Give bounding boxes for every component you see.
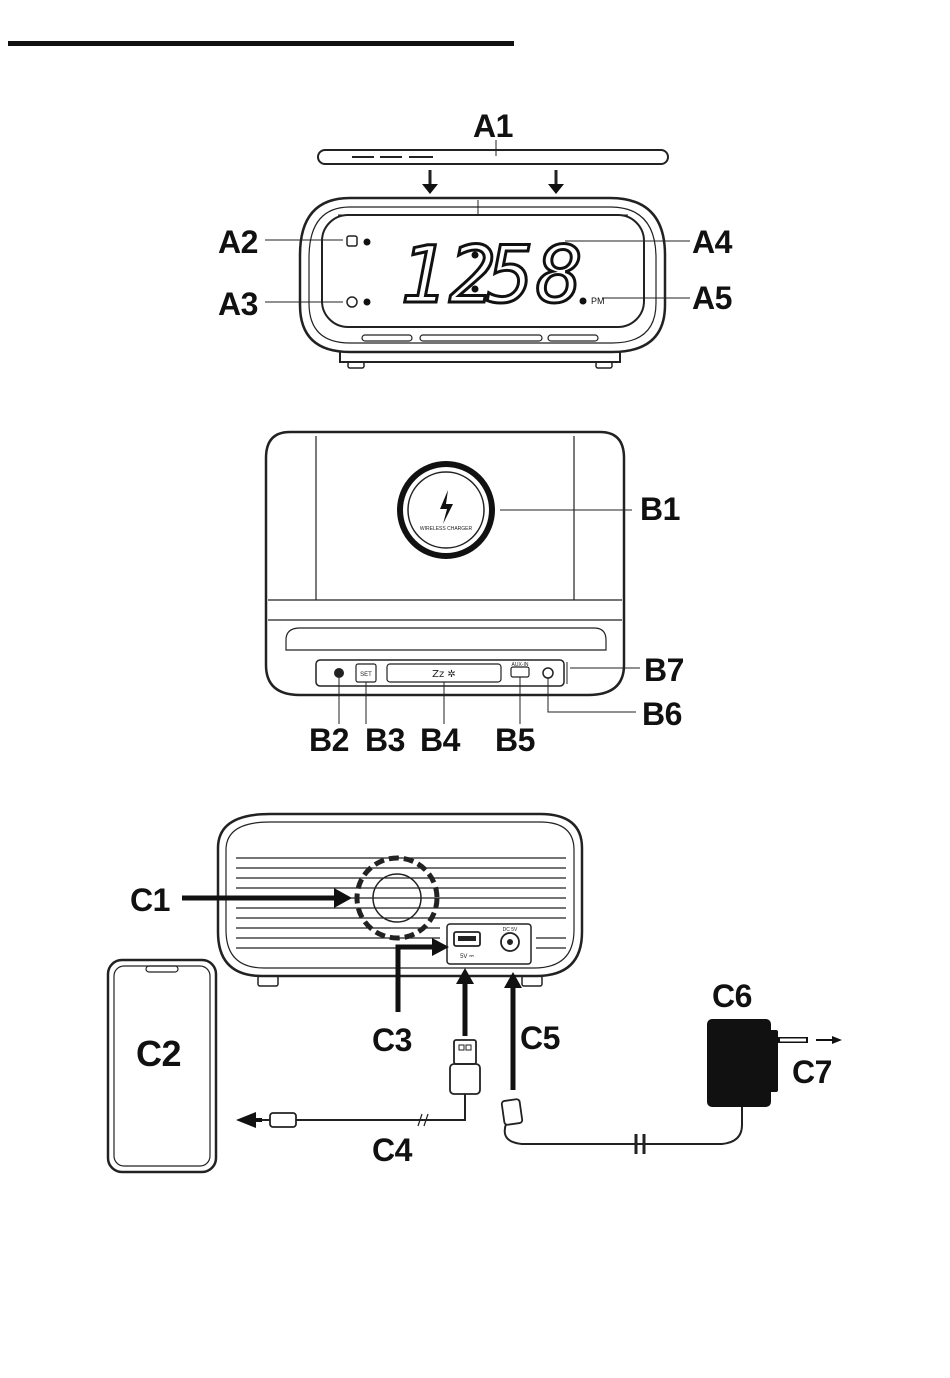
aux-port bbox=[511, 667, 529, 677]
usb-plug-head bbox=[454, 1040, 476, 1064]
label-c6: C6 bbox=[712, 980, 752, 1012]
label-c2: C2 bbox=[136, 1036, 181, 1072]
header-rule bbox=[8, 41, 514, 46]
arrow-c3 bbox=[398, 947, 436, 1012]
label-c5: C5 bbox=[520, 1022, 560, 1054]
label-b2: B2 bbox=[309, 724, 349, 756]
charging-pad-inner bbox=[408, 472, 484, 548]
label-b6: B6 bbox=[642, 698, 682, 730]
label-b3: B3 bbox=[365, 724, 405, 756]
usb-cable bbox=[296, 1106, 465, 1120]
clock-ampm: PM bbox=[591, 296, 605, 306]
usb-out-label: 5V ⎓ bbox=[460, 954, 474, 960]
power-button bbox=[543, 668, 553, 678]
alarm1-icon bbox=[347, 236, 357, 246]
label-b5: B5 bbox=[495, 724, 535, 756]
clock-minutes: 58 bbox=[487, 231, 585, 321]
label-c7: C7 bbox=[792, 1056, 832, 1088]
button-b2 bbox=[334, 668, 344, 678]
snooze-label: Zz ✲ bbox=[432, 669, 456, 680]
aux-label: AUX-IN bbox=[512, 662, 529, 668]
label-b4: B4 bbox=[420, 724, 460, 756]
section-b-top-view bbox=[266, 432, 640, 724]
label-a5: A5 bbox=[692, 282, 732, 314]
set-label: SET bbox=[360, 672, 372, 678]
dc-in-label: DC 5V bbox=[503, 927, 518, 933]
label-a2: A2 bbox=[218, 226, 258, 258]
label-c1: C1 bbox=[130, 884, 170, 916]
alarm2-indicator bbox=[364, 299, 371, 306]
lightning-plug bbox=[270, 1113, 296, 1127]
label-b1: B1 bbox=[640, 493, 680, 525]
power-adapter bbox=[708, 1020, 770, 1106]
wireless-charger-label: WIRELESS CHARGER bbox=[420, 526, 473, 532]
lightning-icon bbox=[440, 490, 453, 524]
label-b7: B7 bbox=[644, 654, 684, 686]
label-c4: C4 bbox=[372, 1134, 412, 1166]
alarm2-icon bbox=[347, 297, 357, 307]
charging-pad-outer bbox=[400, 464, 492, 556]
dc-plug bbox=[501, 1099, 522, 1125]
label-a4: A4 bbox=[692, 226, 732, 258]
label-c3: C3 bbox=[372, 1024, 412, 1056]
label-a1: A1 bbox=[473, 110, 513, 142]
alarm1-indicator bbox=[364, 239, 371, 246]
label-a3: A3 bbox=[218, 288, 258, 320]
clock-hours: 12 bbox=[400, 231, 498, 321]
dc-cable bbox=[505, 1104, 742, 1144]
usb-plug-body bbox=[450, 1064, 480, 1094]
